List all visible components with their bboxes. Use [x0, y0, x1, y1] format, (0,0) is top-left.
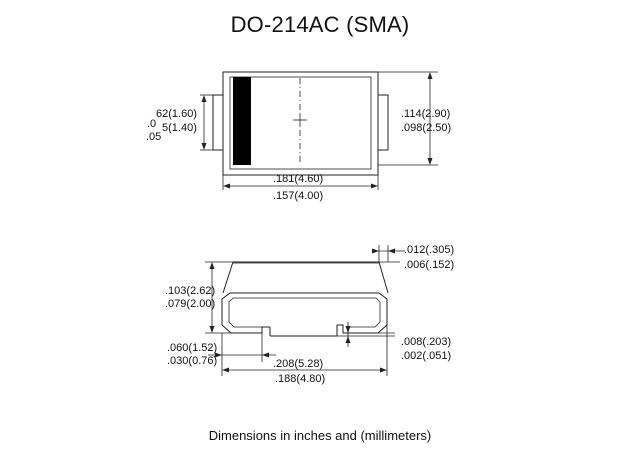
standoff-max-label: .008(.203) [401, 336, 451, 348]
body-height-min-label: .098(2.50) [401, 122, 451, 134]
body-inner-outline [229, 76, 372, 170]
standoff-min-label: .002(.051) [401, 350, 451, 362]
overall-height-max-label: .103(2.62) [165, 285, 215, 297]
left-terminal [212, 94, 224, 151]
lead-thickness-min-label: .006(.152) [404, 259, 454, 271]
top-view: 62(1.60) .0 5(1.40) .05 .114(2.90) .098(… [146, 71, 451, 202]
lead-thickness-max-label: .012(.305) [404, 244, 454, 256]
units-caption: Dimensions in inches and (millimeters) [208, 428, 432, 443]
drawing-title: DO-214AC (SMA) [230, 12, 410, 37]
cathode-band [233, 77, 251, 165]
lead-length-max-label: .060(1.52) [167, 342, 217, 354]
body-length-max-label: .181(4.60) [273, 173, 323, 185]
cathode-prefix-a-label: .0 [147, 118, 156, 130]
cathode-height-max-label: 62(1.60) [156, 108, 197, 120]
side-view: .012(.305) .006(.152) .103(2.62) .079(2.… [165, 244, 454, 385]
overall-height-min-label: .079(2.00) [165, 298, 215, 310]
body-height-max-label: .114(2.90) [401, 108, 450, 120]
lead-length-min-label: .030(0.76) [167, 355, 217, 367]
right-terminal [377, 94, 389, 151]
lead-outline [221, 292, 388, 334]
cathode-prefix-b-label: .05 [146, 131, 161, 143]
overall-length-max-label: .208(5.28) [273, 358, 323, 370]
overall-length-min-label: .188(4.80) [275, 373, 325, 385]
body-length-min-label: .157(4.00) [273, 190, 323, 202]
body-outline [222, 71, 379, 176]
cathode-height-min-label: 5(1.40) [162, 122, 197, 134]
lead-inner-outline [228, 297, 381, 328]
side-body-outline [222, 261, 389, 294]
